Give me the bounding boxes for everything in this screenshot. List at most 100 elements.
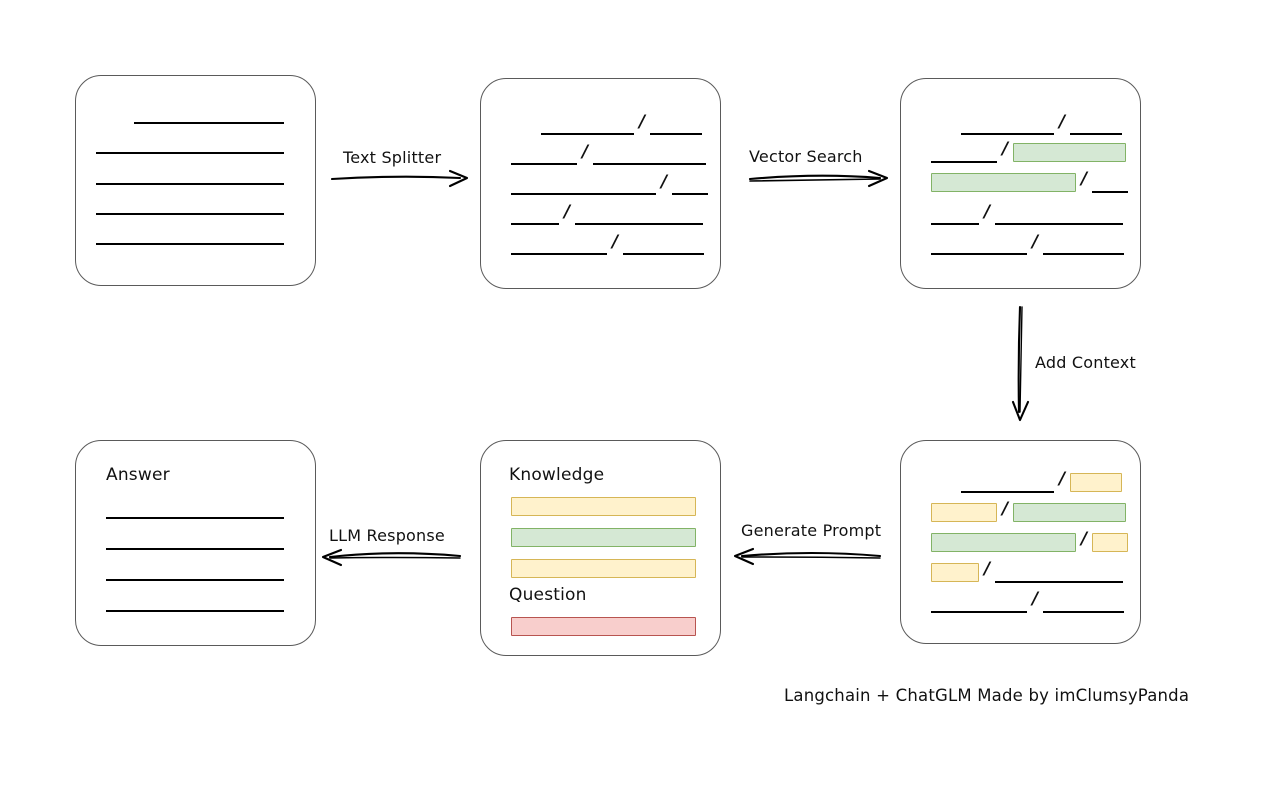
separator-slash: / (1032, 588, 1039, 609)
text-line (511, 163, 577, 165)
text-line (134, 122, 284, 124)
separator-slash: / (1032, 231, 1039, 252)
knowledge-label: Knowledge (509, 465, 605, 485)
text-line (106, 548, 284, 550)
highlight-chip-green (931, 532, 1076, 552)
doc-row: / (901, 138, 1127, 163)
doc-row (76, 540, 284, 550)
box-prompt[interactable]: Knowledge Question (480, 440, 721, 656)
separator-slash: / (582, 141, 589, 162)
box-source-document[interactable] (75, 75, 316, 286)
separator-slash: / (1081, 168, 1088, 189)
text-line (106, 579, 284, 581)
doc-row: / (901, 560, 1124, 583)
doc-row: / (901, 468, 1123, 493)
text-line (541, 133, 634, 135)
doc-row: / (901, 498, 1127, 523)
arrow-label-llm-response: LLM Response (329, 526, 445, 545)
separator-slash: / (1059, 111, 1066, 132)
separator-slash: / (564, 201, 571, 222)
box-vector-matches[interactable]: / / / / / (900, 78, 1141, 289)
doc-row (76, 602, 284, 612)
arrow-label-add-context: Add Context (1035, 353, 1136, 372)
arrow-text-splitter (330, 169, 469, 188)
text-line (961, 491, 1054, 493)
highlight-chip-yellow (1070, 472, 1123, 492)
text-line (931, 611, 1027, 613)
doc-row (76, 571, 284, 581)
doc-row (481, 615, 696, 637)
knowledge-chip-green (511, 527, 696, 547)
separator-slash: / (1059, 468, 1066, 489)
text-line (995, 223, 1124, 225)
doc-row (481, 495, 696, 517)
text-line (650, 133, 703, 135)
text-line (623, 253, 705, 255)
separator-slash: / (661, 171, 668, 192)
doc-row: / (901, 201, 1124, 225)
knowledge-chip-yellow (511, 558, 696, 578)
text-line (995, 581, 1124, 583)
doc-row (481, 526, 696, 548)
doc-row: / (481, 111, 703, 135)
doc-row (76, 205, 284, 215)
highlight-chip-yellow (931, 502, 997, 522)
text-line (511, 193, 656, 195)
arrow-generate-prompt (733, 547, 882, 566)
text-line (96, 152, 284, 154)
box-split-chunks[interactable]: / / / / / (480, 78, 721, 289)
answer-label: Answer (106, 465, 170, 485)
arrow-label-vector-search: Vector Search (749, 147, 863, 166)
text-line (96, 243, 284, 245)
highlight-chip-green (1013, 142, 1127, 162)
text-line (931, 253, 1027, 255)
knowledge-chip-yellow (511, 496, 696, 516)
highlight-chip-green (1013, 502, 1127, 522)
separator-slash: / (1081, 528, 1088, 549)
doc-row: / (901, 588, 1125, 613)
highlight-chip-yellow (1092, 532, 1129, 552)
arrow-label-generate-prompt: Generate Prompt (741, 521, 882, 540)
highlight-chip-green (931, 172, 1076, 192)
question-label: Question (509, 585, 587, 605)
doc-row: / (481, 171, 709, 195)
separator-slash: / (984, 201, 991, 222)
box-answer[interactable]: Answer (75, 440, 316, 646)
doc-row: / (481, 201, 704, 225)
doc-row (76, 235, 284, 245)
text-line (511, 253, 607, 255)
arrow-add-context (1011, 305, 1030, 422)
separator-slash: / (639, 111, 646, 132)
text-line (931, 161, 997, 163)
separator-slash: / (612, 231, 619, 252)
doc-row (76, 509, 284, 519)
footer-credit: Langchain + ChatGLM Made by imClumsyPand… (784, 686, 1190, 705)
text-line (931, 223, 979, 225)
separator-slash: / (1002, 138, 1009, 159)
arrow-vector-search (748, 169, 889, 188)
text-line (961, 133, 1054, 135)
text-line (511, 223, 559, 225)
doc-row (76, 175, 284, 185)
text-line (1070, 133, 1123, 135)
text-line (106, 610, 284, 612)
doc-row: / (481, 231, 705, 255)
doc-row (76, 144, 284, 154)
arrow-label-text-splitter: Text Splitter (343, 148, 442, 167)
text-line (672, 193, 709, 195)
text-line (575, 223, 704, 225)
text-line (1043, 611, 1125, 613)
doc-row (76, 114, 284, 124)
text-line (96, 213, 284, 215)
highlight-chip-yellow (931, 562, 979, 582)
box-context-augmented[interactable]: / / / / / (900, 440, 1141, 644)
text-line (106, 517, 284, 519)
doc-row (481, 557, 696, 579)
doc-row: / (901, 231, 1125, 255)
arrow-llm-response (321, 548, 462, 567)
question-chip-red (511, 616, 696, 636)
text-line (96, 183, 284, 185)
separator-slash: / (1002, 498, 1009, 519)
text-line (593, 163, 707, 165)
